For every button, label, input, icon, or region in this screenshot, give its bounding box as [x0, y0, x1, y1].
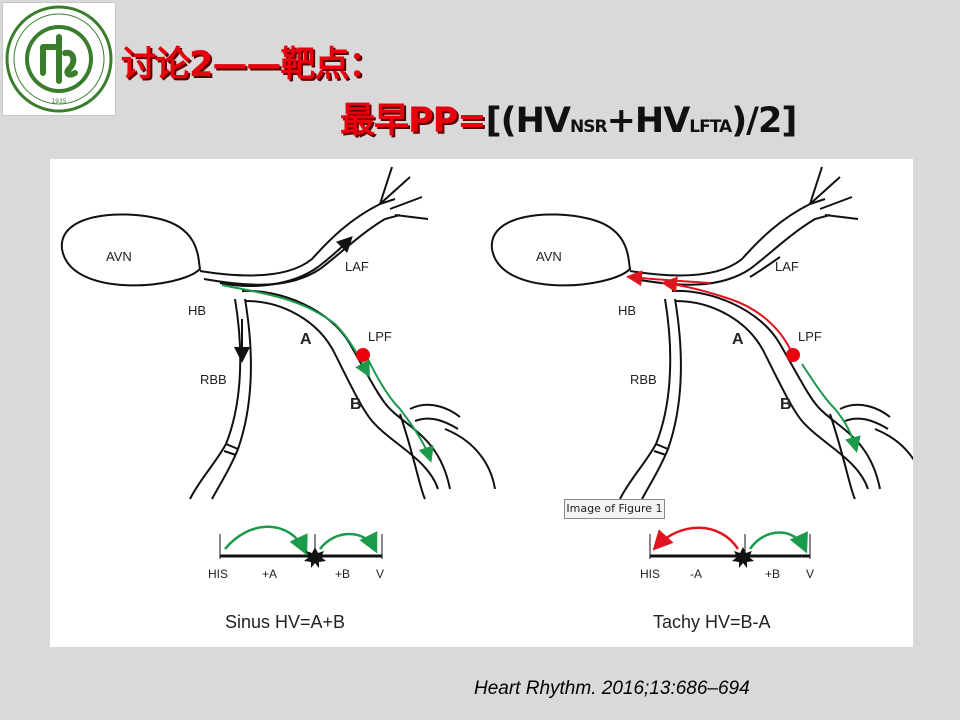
right-arrows	[626, 256, 861, 453]
formula-title: 最早PP=[(HVNSR+HVLFTA)/2]	[340, 92, 797, 143]
right-label-b: B	[780, 396, 792, 413]
slide-title: 讨论2——靶点：	[121, 45, 383, 85]
right-axis-v: V	[806, 567, 814, 581]
right-timeline	[649, 526, 811, 568]
left-axis-a: +A	[262, 567, 277, 581]
conduction-diagram: AVN HB LAF LPF RBB A B HIS +A +B V Sinus…	[60, 166, 913, 632]
hospital-seal-icon: 1935	[5, 5, 113, 113]
right-label-lpf: LPF	[798, 329, 822, 344]
right-axis-his: HIS	[640, 567, 660, 581]
left-label-laf: LAF	[345, 259, 369, 274]
right-label-avn: AVN	[536, 249, 562, 264]
left-timeline	[219, 525, 383, 568]
formula-sub-nsr: NSR	[570, 117, 608, 137]
left-target-dot	[356, 348, 370, 362]
left-label-b: B	[350, 396, 362, 413]
left-axis-v: V	[376, 567, 384, 581]
left-caption: Sinus HV=A+B	[225, 612, 345, 632]
right-axis-a: -A	[690, 567, 702, 581]
formula-hv-lfta: +HV	[606, 101, 691, 141]
left-burst-icon	[304, 547, 326, 568]
right-axis-b: +B	[765, 567, 780, 581]
right-label-hb: HB	[618, 303, 636, 318]
left-label-hb: HB	[188, 303, 206, 318]
right-label-rbb: RBB	[630, 372, 657, 387]
right-caption: Tachy HV=B-A	[653, 612, 771, 632]
right-label-laf: LAF	[775, 259, 799, 274]
left-axis-his: HIS	[208, 567, 228, 581]
left-axis-b: +B	[335, 567, 350, 581]
left-label-rbb: RBB	[200, 372, 227, 387]
formula-sub-lfta: LFTA	[689, 117, 732, 137]
formula-hv-nsr: [(HV	[485, 101, 571, 141]
svg-text:1935: 1935	[51, 98, 66, 105]
formula-close: )/2]	[731, 101, 797, 141]
formula-prefix: 最早PP=	[340, 101, 487, 141]
right-label-a: A	[732, 331, 744, 348]
left-label-a: A	[300, 331, 312, 348]
right-target-dot	[786, 348, 800, 362]
left-panel	[60, 166, 496, 500]
figure-tooltip: Image of Figure 1	[564, 499, 665, 519]
citation: Heart Rhythm. 2016;13:686–694	[474, 678, 750, 699]
left-label-avn: AVN	[106, 249, 132, 264]
right-burst-icon	[732, 547, 754, 568]
conduction-figure: AVN HB LAF LPF RBB A B HIS +A +B V Sinus…	[50, 159, 913, 647]
hospital-logo: 1935	[2, 2, 116, 116]
left-label-lpf: LPF	[368, 329, 392, 344]
right-panel	[490, 166, 913, 500]
